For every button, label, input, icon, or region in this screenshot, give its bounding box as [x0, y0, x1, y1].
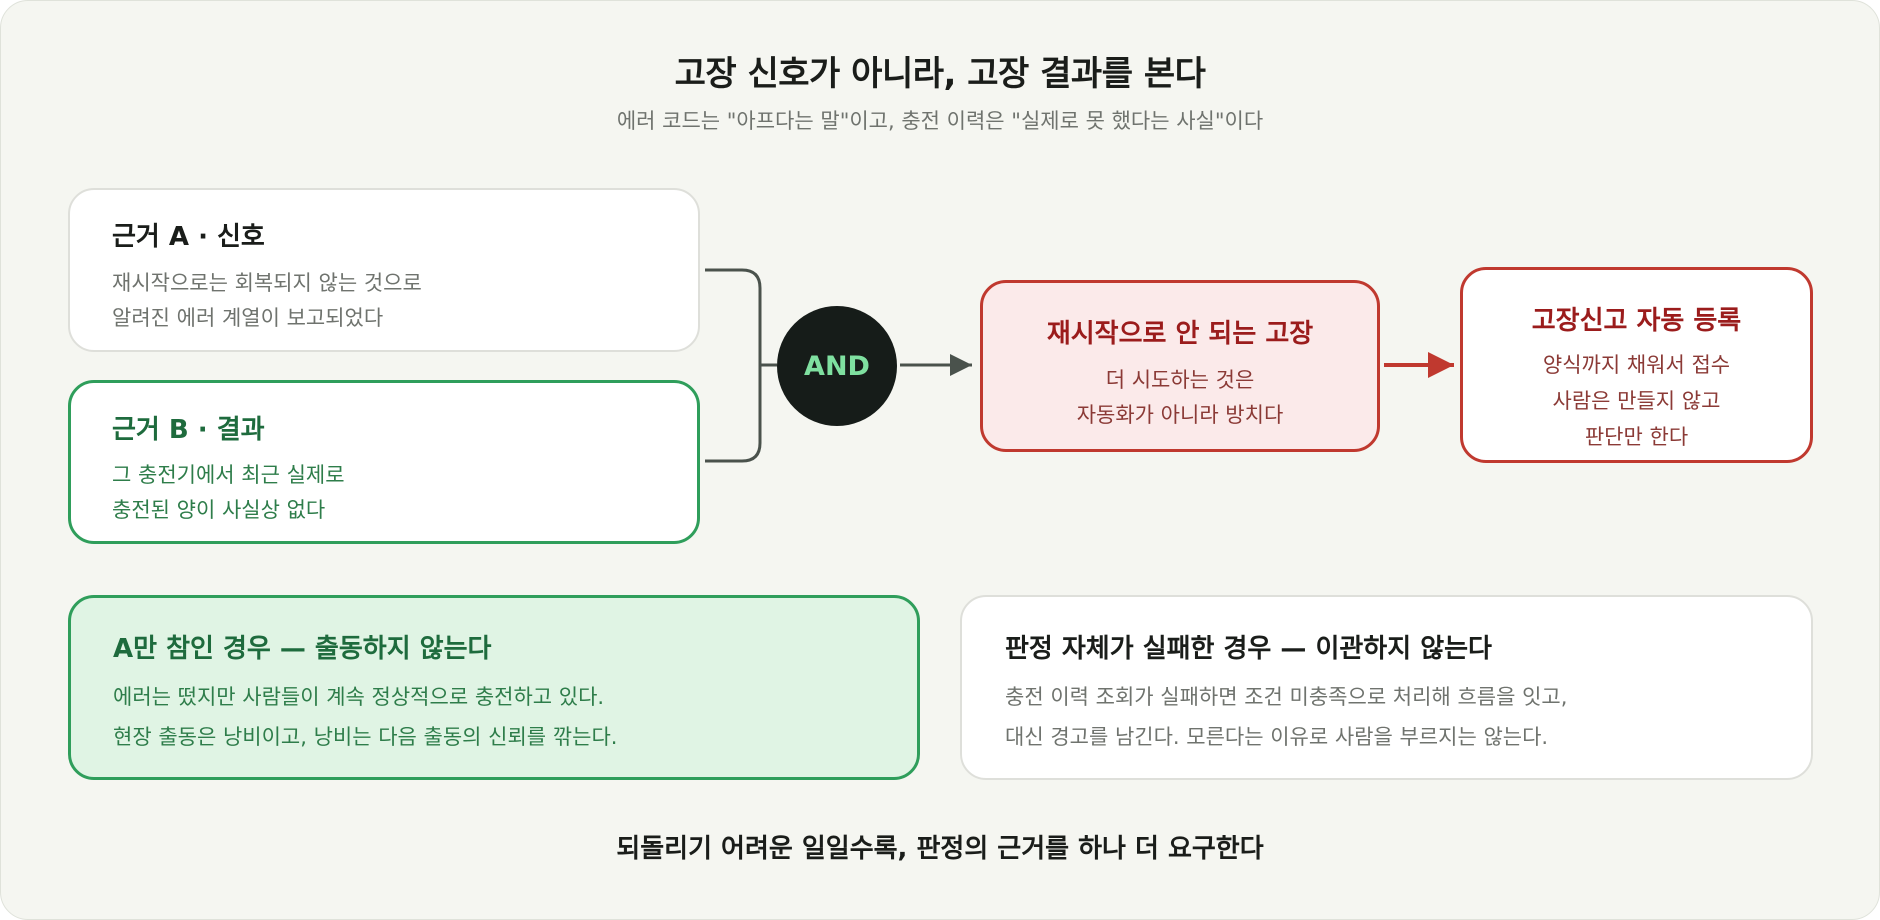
and-gate-label: AND — [804, 350, 870, 382]
auto-register-title: 고장신고 자동 등록 — [1531, 306, 1742, 336]
only-a-case-box: A만 참인 경우 — 출동하지 않는다 에러는 떴지만 사람들이 계속 정상적으… — [68, 595, 920, 780]
failure-line: 자동화가 아니라 방치다 — [1076, 403, 1284, 427]
diagram-title: 고장 신호가 아니라, 고장 결과를 본다 — [674, 54, 1206, 94]
only-a-case-title: A만 참인 경우 — 출동하지 않는다 — [113, 634, 492, 664]
diagram-subtitle: 에러 코드는 "아프다는 말"이고, 충전 이력은 "실제로 못 했다는 사실"… — [616, 109, 1264, 133]
evidence-b-box: 근거 B · 결과 그 충전기에서 최근 실제로 충전된 양이 사실상 없다 — [68, 380, 700, 544]
judge-failed-case-body: 충전 이력 조회가 실패하면 조건 미충족으로 처리해 흐름을 잇고, 대신 경… — [1005, 677, 1567, 757]
evidence-a-title: 근거 A · 신호 — [112, 222, 265, 252]
evidence-b-line: 충전된 양이 사실상 없다 — [112, 498, 326, 522]
only-a-case-line: 현장 출동은 낭비이고, 낭비는 다음 출동의 신뢰를 깎는다. — [113, 725, 618, 749]
auto-register-box: 고장신고 자동 등록 양식까지 채워서 접수 사람은 만들지 않고 판단만 한다 — [1460, 267, 1813, 463]
evidence-a-line: 재시작으로는 회복되지 않는 것으로 — [112, 271, 422, 295]
and-gate-node: AND — [777, 306, 897, 426]
evidence-b-line: 그 충전기에서 최근 실제로 — [112, 463, 345, 487]
judge-failed-case-box: 판정 자체가 실패한 경우 — 이관하지 않는다 충전 이력 조회가 실패하면 … — [960, 595, 1813, 780]
judge-failed-case-line: 대신 경고를 남긴다. 모른다는 이유로 사람을 부르지는 않는다. — [1005, 725, 1549, 749]
evidence-b-title: 근거 B · 결과 — [112, 415, 265, 445]
failure-body: 더 시도하는 것은 자동화가 아니라 방치다 — [983, 363, 1377, 433]
auto-register-line: 양식까지 채워서 접수 — [1542, 353, 1731, 377]
evidence-a-box: 근거 A · 신호 재시작으로는 회복되지 않는 것으로 알려진 에러 계열이 … — [68, 188, 700, 352]
evidence-a-line: 알려진 에러 계열이 보고되었다 — [112, 306, 384, 330]
judge-failed-case-line: 충전 이력 조회가 실패하면 조건 미충족으로 처리해 흐름을 잇고, — [1005, 685, 1568, 709]
failure-box: 재시작으로 안 되는 고장 더 시도하는 것은 자동화가 아니라 방치다 — [980, 280, 1380, 452]
auto-register-line: 판단만 한다 — [1584, 425, 1689, 449]
auto-register-line: 사람은 만들지 않고 — [1552, 389, 1721, 413]
only-a-case-line: 에러는 떴지만 사람들이 계속 정상적으로 충전하고 있다. — [113, 685, 605, 709]
footer-principle: 되돌리기 어려운 일일수록, 판정의 근거를 하나 더 요구한다 — [616, 834, 1264, 864]
evidence-a-body: 재시작으로는 회복되지 않는 것으로 알려진 에러 계열이 보고되었다 — [112, 266, 422, 336]
evidence-b-body: 그 충전기에서 최근 실제로 충전된 양이 사실상 없다 — [112, 458, 345, 528]
failure-title: 재시작으로 안 되는 고장 — [1046, 319, 1314, 349]
only-a-case-body: 에러는 떴지만 사람들이 계속 정상적으로 충전하고 있다. 현장 출동은 낭비… — [113, 677, 617, 757]
failure-line: 더 시도하는 것은 — [1105, 368, 1255, 392]
bracket-connector — [705, 268, 762, 463]
auto-register-body: 양식까지 채워서 접수 사람은 만들지 않고 판단만 한다 — [1463, 347, 1810, 455]
judge-failed-case-title: 판정 자체가 실패한 경우 — 이관하지 않는다 — [1005, 634, 1492, 664]
